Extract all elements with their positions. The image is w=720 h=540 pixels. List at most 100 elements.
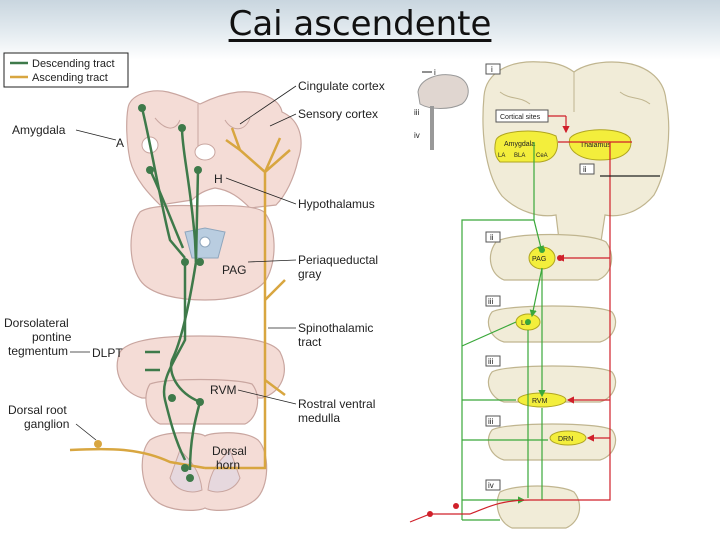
callout-drg-leader	[75, 423, 97, 441]
descending-cortex-neuron-2	[178, 124, 186, 132]
callout-amygdala: Amygdala	[12, 123, 66, 137]
callout-sensory: Sensory cortex	[298, 107, 378, 121]
pag-label: PAG	[532, 256, 546, 263]
amygdala-label: Amygdala	[504, 141, 535, 148]
right-callout-leaders	[225, 85, 297, 405]
cea-label: CeA	[536, 153, 548, 159]
inset-brain	[417, 74, 469, 109]
region-label-dlpt: DLPT	[92, 346, 123, 360]
inset-label-i: i	[434, 68, 436, 77]
descending-hypothalamus-path	[194, 169, 200, 263]
region-label-h: H	[214, 172, 223, 186]
coronal-folds	[499, 91, 651, 105]
region-label-dorsal-horn-2: horn	[216, 458, 240, 472]
bla-label: BLA	[514, 153, 525, 159]
amygdala-nucleus	[494, 130, 558, 163]
red-fiber-node	[453, 503, 459, 509]
ascending-drg-fiber	[69, 447, 206, 470]
green-descending-circuit	[461, 142, 548, 521]
descending-dlpt-branches	[145, 350, 160, 372]
callout-hypothalamus: Hypothalamus	[298, 197, 375, 211]
legend: Descending tract Ascending tract	[3, 52, 129, 88]
callout-pag-2: gray	[298, 267, 321, 281]
region-label-pag: PAG	[222, 263, 246, 277]
roman-labels: ii iii iii iii iv i ii	[485, 63, 595, 491]
third-ventricle	[194, 143, 216, 161]
descending-pag-neuron-1	[181, 258, 189, 266]
callout-pag-1: Periaqueductal	[298, 253, 378, 267]
green-main-path	[461, 142, 535, 520]
drn-nucleus	[549, 430, 587, 446]
region-label-rvm: RVM	[210, 383, 236, 397]
rvm-label: RVM	[532, 398, 548, 405]
cortical-sites-label: Cortical sites	[500, 114, 541, 121]
slice-label-i: i	[491, 65, 493, 74]
descending-cortical-path-1	[140, 107, 186, 259]
descending-spinal-terminal-1	[181, 464, 189, 472]
callout-spinothalamic-1: Spinothalamic	[298, 321, 373, 335]
callout-dlpt-3: tegmentum	[8, 344, 68, 358]
spinal-cord-section	[141, 432, 268, 511]
aqueduct	[199, 236, 211, 248]
red-to-amygdala	[558, 116, 610, 143]
red-pag-terminal	[557, 255, 563, 261]
green-to-pag	[533, 219, 545, 254]
descending-pag-dlpt-path	[162, 262, 187, 461]
green-side-branches	[461, 321, 548, 441]
orientation-inset: i iii iv	[414, 68, 469, 150]
slice-lower-medulla	[487, 423, 617, 461]
descending-rvm-neuron	[196, 398, 204, 406]
region-label-dorsal-horn-1: Dorsal	[212, 444, 247, 458]
callout-rvm-1: Rostral ventral	[298, 397, 375, 411]
region-label-a: A	[116, 136, 124, 150]
callout-spinothalamic-2: tract	[298, 335, 322, 349]
red-drg-cell	[427, 511, 433, 517]
callout-rvm-2: medulla	[298, 411, 340, 425]
descending-tract	[140, 107, 202, 471]
slice-spinal-cord	[496, 485, 581, 529]
green-pag-node	[539, 247, 545, 253]
descending-pag-rvm-path	[169, 261, 201, 404]
right-circuit-diagram: i iii iv Cortical sites Amygdala LA BLA …	[409, 61, 670, 529]
red-ascending-circuit	[409, 115, 660, 523]
slide-title: Cai ascendente	[228, 4, 492, 44]
slice-label-iii-2: iii	[488, 357, 494, 366]
dorsal-root-ganglion-cell	[94, 440, 102, 448]
ascending-tract	[69, 127, 291, 470]
la-label: LA	[498, 153, 505, 159]
descending-amygdala-path	[148, 169, 185, 249]
callout-drg-1: Dorsal root	[8, 403, 67, 417]
red-main-path	[409, 141, 632, 523]
ascending-collaterals	[264, 279, 286, 396]
slice-pons	[487, 305, 617, 343]
slice-upper-medulla	[487, 365, 617, 403]
cortical-folds	[154, 117, 251, 130]
callout-amygdala-leader	[75, 129, 117, 141]
green-pag-to-lc	[529, 267, 543, 318]
descending-hypothalamus-neuron	[194, 166, 202, 174]
descending-spinal-terminal-2	[186, 474, 194, 482]
slice-label-iii-1: iii	[488, 297, 494, 306]
inset-label-iii: iii	[414, 108, 420, 117]
descending-pag-neuron-2	[196, 258, 204, 266]
slice-label-iii-3: iii	[488, 417, 494, 426]
slice-label-ii-coronal: ii	[583, 165, 587, 174]
legend-box	[3, 52, 129, 88]
callout-dlpt-2: pontine	[32, 330, 72, 344]
left-brain-schematic: A H PAG DLPT RVM Dorsal horn Amygdala Do…	[4, 79, 385, 511]
legend-ascending-label: Ascending tract	[32, 72, 108, 84]
descending-amygdala-neuron	[146, 166, 154, 174]
slice-label-iv: iv	[488, 481, 494, 490]
thalamus-label: Thalamus	[580, 142, 611, 149]
legend-descending-label: Descending tract	[32, 58, 115, 70]
descending-rvm-spinal-path	[188, 401, 202, 471]
descending-cortex-neuron-1	[138, 104, 146, 112]
coronal-brain-section	[482, 61, 670, 249]
inset-label-iv: iv	[414, 131, 420, 140]
brainstem-slices	[487, 233, 617, 529]
slice-label-ii: ii	[490, 233, 494, 242]
descending-dlpt-neuron	[168, 394, 176, 402]
thalamus-nucleus	[568, 129, 632, 161]
callout-cingulate: Cingulate cortex	[298, 79, 385, 93]
